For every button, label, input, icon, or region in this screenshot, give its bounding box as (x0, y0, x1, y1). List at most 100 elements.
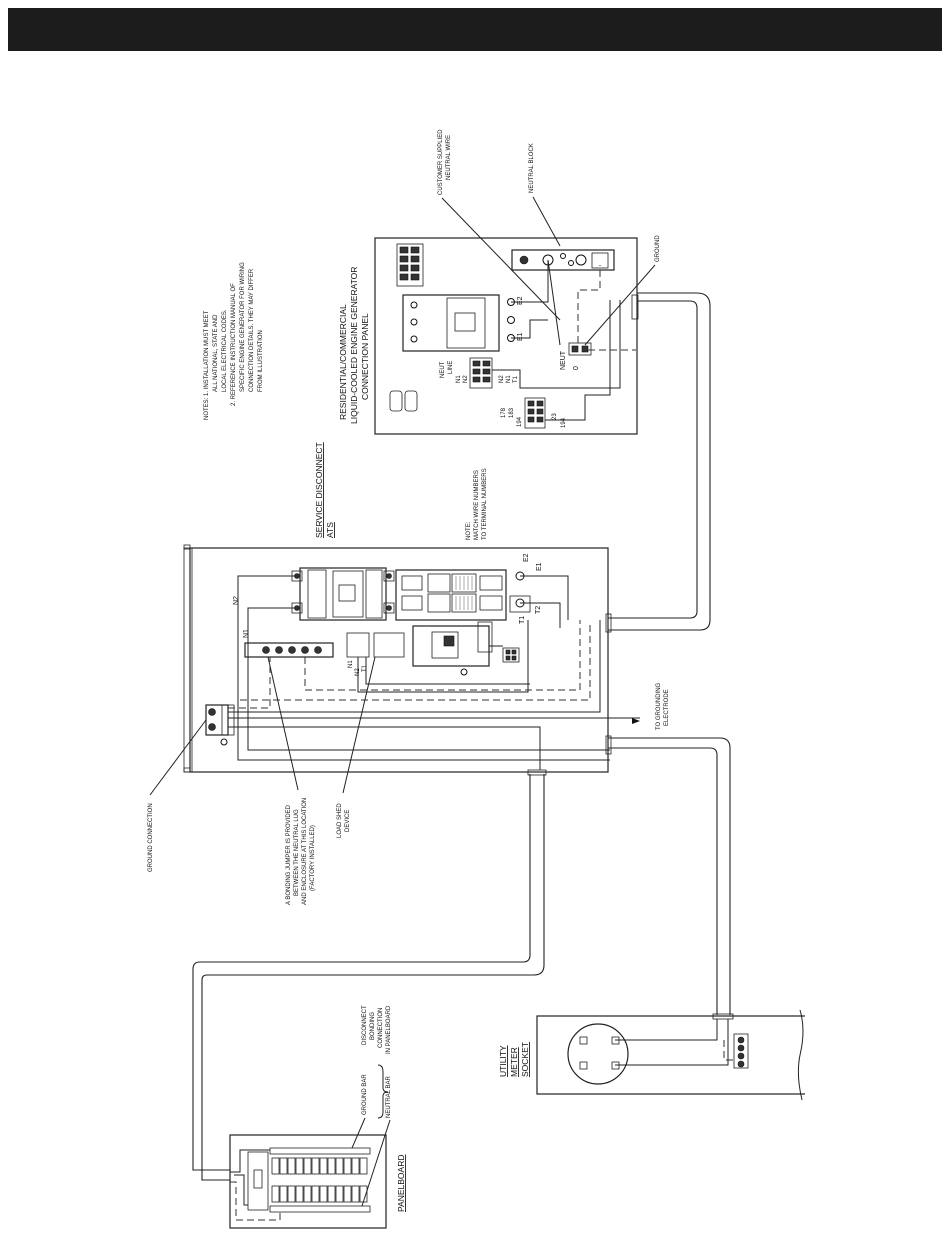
transfer-contact (427, 573, 451, 593)
utility-meter-socket-title: UTILITY METER SOCKET (498, 1042, 530, 1077)
callout-brace (377, 1064, 389, 1119)
callout-leader-ground (584, 264, 656, 346)
label-line-terminal: LINE (448, 361, 454, 374)
serial-connector (404, 390, 418, 412)
conduit-generator-outer (608, 292, 711, 631)
ats-lug-block (509, 595, 531, 613)
callout-customer-wire: CUSTOMER SUPPLIED (438, 129, 444, 195)
line-terminal-strip (469, 357, 493, 389)
callout-leader-customer (441, 197, 561, 321)
panelboard-ground-bar (269, 1147, 371, 1155)
label-194-right: 194 (561, 417, 567, 428)
label-neut-terminal: NEUT (440, 361, 446, 378)
meter-socket-body (536, 1015, 808, 1095)
panelboard-branch-breaker (343, 1157, 352, 1175)
svg-text:DISCONNECT: DISCONNECT (362, 1005, 368, 1045)
panelboard-branch-breaker (271, 1185, 280, 1203)
label-e1: E1 (517, 332, 524, 341)
note-line-5: SPECIFIC ENGINE GENERATOR FOR WIRING (240, 262, 246, 392)
ats-breaker-handle (338, 584, 356, 602)
service-disconnect-ats: SERVICE DISCONNECT ATS NOTE: MATCH WIRE … (183, 442, 670, 776)
label-n2: N2 (463, 375, 469, 383)
callout-ground: GROUND (655, 235, 661, 262)
panelboard-branch-breaker (351, 1157, 360, 1175)
ats-neutral-bar (244, 642, 334, 658)
neutral-lug (519, 255, 529, 265)
wire-ground-down (228, 726, 541, 770)
transfer-contact (479, 595, 503, 611)
dash-neutral-run-2 (304, 620, 581, 691)
svg-text:NOTE:: NOTE: (466, 521, 472, 540)
wire-n2-ats (237, 575, 610, 761)
label-n1-right: N1 (506, 375, 512, 383)
panelboard-branch-breaker (287, 1185, 296, 1203)
label-n1: N1 (456, 375, 462, 383)
generator-panel-title: RESIDENTIAL/COMMERCIAL LIQUID-COOLED ENG… (338, 267, 370, 424)
ats-hinge-bottom (183, 767, 191, 773)
wire-e1-ats (520, 602, 561, 628)
conduit-meter-outer (608, 747, 718, 1015)
ats-breaker-lug (383, 570, 395, 582)
panelboard-branch-breaker (327, 1185, 336, 1203)
wire-n1-ats (247, 607, 610, 751)
transfer-switch (395, 569, 507, 621)
ats-gland-bottom (605, 735, 612, 755)
utility-meter-socket: UTILITY METER SOCKET (498, 1005, 825, 1105)
ats-ground-lugs (221, 704, 235, 736)
panelboard-branch-breaker (279, 1157, 288, 1175)
leader-bonding (267, 656, 299, 791)
dash-neutral-run (240, 622, 591, 701)
control-terminal-block (396, 243, 424, 287)
svg-text:CONNECTION: CONNECTION (378, 1008, 384, 1048)
breaker-screw (410, 318, 418, 326)
panelboard-main-breaker (247, 1151, 269, 1211)
ats-gland-top (605, 613, 612, 633)
meter-wire-neutral (723, 1040, 734, 1061)
panelboard-branch-breaker (295, 1157, 304, 1175)
meter-jaw (579, 1036, 588, 1045)
panelboard-branch-breaker (319, 1185, 328, 1203)
note-line-3: LOCAL ELECTRICAL CODES. (222, 309, 228, 392)
load-shed-relay (373, 632, 405, 658)
ats-enclosure (189, 547, 609, 773)
generator-callouts: CUSTOMER SUPPLIED NEUTRAL WIRE NEUTRAL B… (438, 129, 661, 346)
ats-label-n2: N2 (233, 596, 240, 605)
panelboard-main-handle (253, 1169, 263, 1189)
svg-text:(FACTORY INSTALLED): (FACTORY INSTALLED) (310, 825, 316, 891)
ats-breaker-side (365, 569, 383, 619)
panelboard-branch-breaker (271, 1157, 280, 1175)
load-shed-device (346, 632, 370, 658)
note-line-2: ALL NATIONAL, STATE AND (213, 314, 219, 392)
conduit-panel-inner (192, 774, 531, 1171)
panelboard-branch-breaker (311, 1185, 320, 1203)
panelboard-branch-breaker (279, 1185, 288, 1203)
svg-text:MATCH WIRE NUMBERS: MATCH WIRE NUMBERS (474, 470, 480, 540)
wire-e2-ats (520, 575, 569, 620)
svg-text:IN PANELBOARD: IN PANELBOARD (386, 1005, 392, 1054)
svg-text:METER: METER (509, 1047, 519, 1077)
ats-main-breaker (299, 567, 387, 621)
ats-title: SERVICE DISCONNECT ATS (314, 442, 335, 538)
meter-wire-line2 (615, 1019, 729, 1066)
svg-text:NEUTRAL WIRE: NEUTRAL WIRE (446, 135, 452, 180)
panelboard-dash-neutral (230, 1181, 281, 1221)
wire-control-internal (545, 300, 611, 421)
ats-hinge-top (183, 544, 191, 550)
panelboard-branch-breaker (303, 1185, 312, 1203)
callout-neutral-bar: NEUTRAL BAR (386, 1076, 392, 1118)
meter-break-line (797, 1009, 804, 1101)
panelboard-branch-breaker (343, 1185, 352, 1203)
panelboard-branch-breaker (287, 1157, 296, 1175)
callout-neutral-block: NEUTRAL BLOCK (529, 143, 535, 193)
transfer-contact (427, 593, 451, 613)
leader-load-shed (342, 656, 376, 794)
neutral-block-end (591, 252, 609, 269)
svg-text:ELECTRODE: ELECTRODE (664, 689, 670, 726)
meter-wire-line1 (615, 1019, 718, 1041)
wire-e2-internal (511, 260, 549, 303)
note-line-1: NOTES: 1. INSTALLATION MUST MEET (204, 310, 210, 420)
wire-e1-internal (511, 319, 548, 339)
panelboard-branch-breaker (319, 1157, 328, 1175)
wire-load-shed-2 (365, 657, 530, 685)
callout-bonding-jumper: A BONDING JUMPER IS PROVIDED BETWEEN THE… (286, 798, 316, 905)
